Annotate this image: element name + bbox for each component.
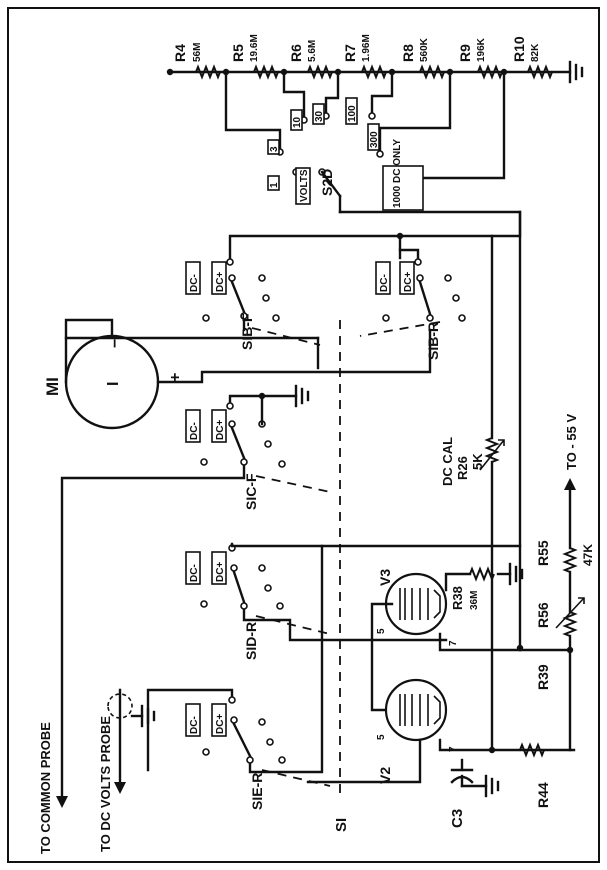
r44-label: R44 bbox=[535, 782, 551, 808]
sib-r-label: SIB-R bbox=[425, 322, 441, 360]
resistor-labels: R4 56M R5 19.6M R6 5.6M R7 1.96M R8 560K… bbox=[172, 34, 541, 62]
svg-text:30: 30 bbox=[314, 110, 325, 122]
sid-r-label: SID-R bbox=[243, 622, 259, 660]
dc-cal-value: 5K bbox=[470, 453, 485, 470]
v2-label: V2 bbox=[377, 767, 393, 784]
meter-minus: − bbox=[107, 339, 124, 348]
svg-text:DC-: DC- bbox=[189, 564, 200, 582]
dc-cal-r26: DC CAL R26 5K bbox=[440, 234, 505, 754]
r4-label: R4 bbox=[172, 44, 188, 62]
c3-label: C3 bbox=[449, 809, 466, 828]
svg-text:3: 3 bbox=[269, 146, 280, 152]
r38-label: R38 bbox=[450, 586, 465, 610]
r9-value: 196K bbox=[476, 37, 487, 62]
r56-label: R56 bbox=[535, 602, 551, 628]
r10-value: 82K bbox=[530, 43, 541, 62]
svg-text:DC+: DC+ bbox=[215, 420, 226, 440]
range-box-3: 3 bbox=[267, 139, 280, 155]
r8-value: 560K bbox=[419, 37, 430, 62]
meter-symbol: I bbox=[105, 382, 122, 386]
svg-text:100: 100 bbox=[347, 105, 358, 122]
svg-text:DC+: DC+ bbox=[403, 272, 414, 292]
dc-cal-ref: R26 bbox=[455, 456, 470, 480]
svg-text:DC-: DC- bbox=[379, 274, 390, 292]
sie-r-label: SIE-R bbox=[249, 773, 265, 810]
r7-value: 1.96M bbox=[361, 34, 372, 62]
svg-text:1000 DC ONLY: 1000 DC ONLY bbox=[392, 139, 403, 208]
divider-chain bbox=[166, 60, 584, 180]
svg-text:DC-: DC- bbox=[189, 422, 200, 440]
page-border bbox=[7, 7, 600, 863]
s1-label: SI bbox=[333, 818, 350, 832]
r10-label: R10 bbox=[511, 36, 527, 62]
svg-text:300: 300 bbox=[369, 131, 380, 148]
r5-label: R5 bbox=[230, 44, 246, 62]
r7-label: R7 bbox=[342, 44, 358, 62]
range-box-10: 10 bbox=[290, 109, 303, 131]
range-box-100: 100 bbox=[345, 97, 358, 125]
to-minus-55v-label: TO - 55 V bbox=[564, 414, 579, 470]
meter-plus: + bbox=[167, 373, 184, 382]
r8-label: R8 bbox=[400, 44, 416, 62]
r55-value: 47K bbox=[581, 544, 595, 566]
to-common-probe-label: TO COMMON PROBE bbox=[38, 722, 53, 854]
r38-value: 36M bbox=[469, 591, 480, 610]
v2-pin5: 5 bbox=[376, 734, 387, 740]
deck-sie-r: DC- DC+ SIE-R bbox=[146, 544, 324, 810]
s2d-label: S2D bbox=[319, 169, 335, 196]
svg-text:DC-: DC- bbox=[189, 274, 200, 292]
r6-label: R6 bbox=[288, 44, 304, 62]
deck-sib-f: DC- DC+ SIB-F bbox=[185, 232, 404, 350]
v3-pin5: 5 bbox=[376, 628, 387, 634]
svg-text:DC-: DC- bbox=[189, 716, 200, 734]
sib-f-label: SIB-F bbox=[239, 313, 255, 350]
r9-label: R9 bbox=[457, 44, 473, 62]
svg-text:VOLTS: VOLTS bbox=[299, 169, 310, 202]
svg-text:DC+: DC+ bbox=[215, 714, 226, 734]
dc-cal-name: DC CAL bbox=[440, 437, 455, 486]
tube-v3: V3 5 7 R38 36M bbox=[370, 562, 524, 712]
meter-ref: MI bbox=[43, 377, 62, 396]
v3-pin7: 7 bbox=[448, 640, 459, 646]
deck-sic-f: DC- DC+ SIC-F bbox=[60, 384, 310, 802]
r6-value: 5.6M bbox=[307, 40, 318, 62]
tube-v2: V2 5 7 bbox=[306, 678, 576, 784]
volts-label: VOLTS bbox=[295, 167, 311, 205]
range-box-300: 300 bbox=[367, 123, 380, 151]
capacitor-c3: C3 bbox=[449, 758, 500, 828]
r39-label: R39 bbox=[535, 664, 551, 690]
range-switch-s2d: 3 10 30 100 300 1 1000 DC ONLY VOLTS S2D bbox=[267, 97, 524, 652]
svg-text:1: 1 bbox=[269, 182, 280, 188]
deck-sib-r: DC- DC+ SIB-R bbox=[375, 210, 522, 360]
v3-label: V3 bbox=[377, 569, 393, 586]
range-box-30: 30 bbox=[312, 103, 325, 125]
r55-label: R55 bbox=[535, 540, 551, 566]
sic-f-label: SIC-F bbox=[243, 473, 259, 510]
deck-sid-r: DC- DC+ SID-R bbox=[185, 542, 522, 660]
r5-value: 19.6M bbox=[249, 34, 260, 62]
probes: TO COMMON PROBE TO DC VOLTS PROBE bbox=[38, 688, 156, 854]
r4-value: 56M bbox=[192, 43, 203, 62]
svg-text:10: 10 bbox=[292, 116, 303, 128]
s1-gang-link: SI bbox=[251, 320, 441, 832]
to-dc-volts-probe-label: TO DC VOLTS PROBE bbox=[98, 716, 113, 852]
svg-text:DC+: DC+ bbox=[215, 562, 226, 582]
svg-text:DC+: DC+ bbox=[215, 272, 226, 292]
meter-m1: I MI − + bbox=[43, 318, 432, 430]
range-box-1: 1 bbox=[267, 175, 280, 191]
range-box-1000: 1000 DC ONLY bbox=[382, 139, 424, 211]
bias-network: R39 R44 R56 R55 47K TO - 55 V bbox=[518, 414, 595, 808]
